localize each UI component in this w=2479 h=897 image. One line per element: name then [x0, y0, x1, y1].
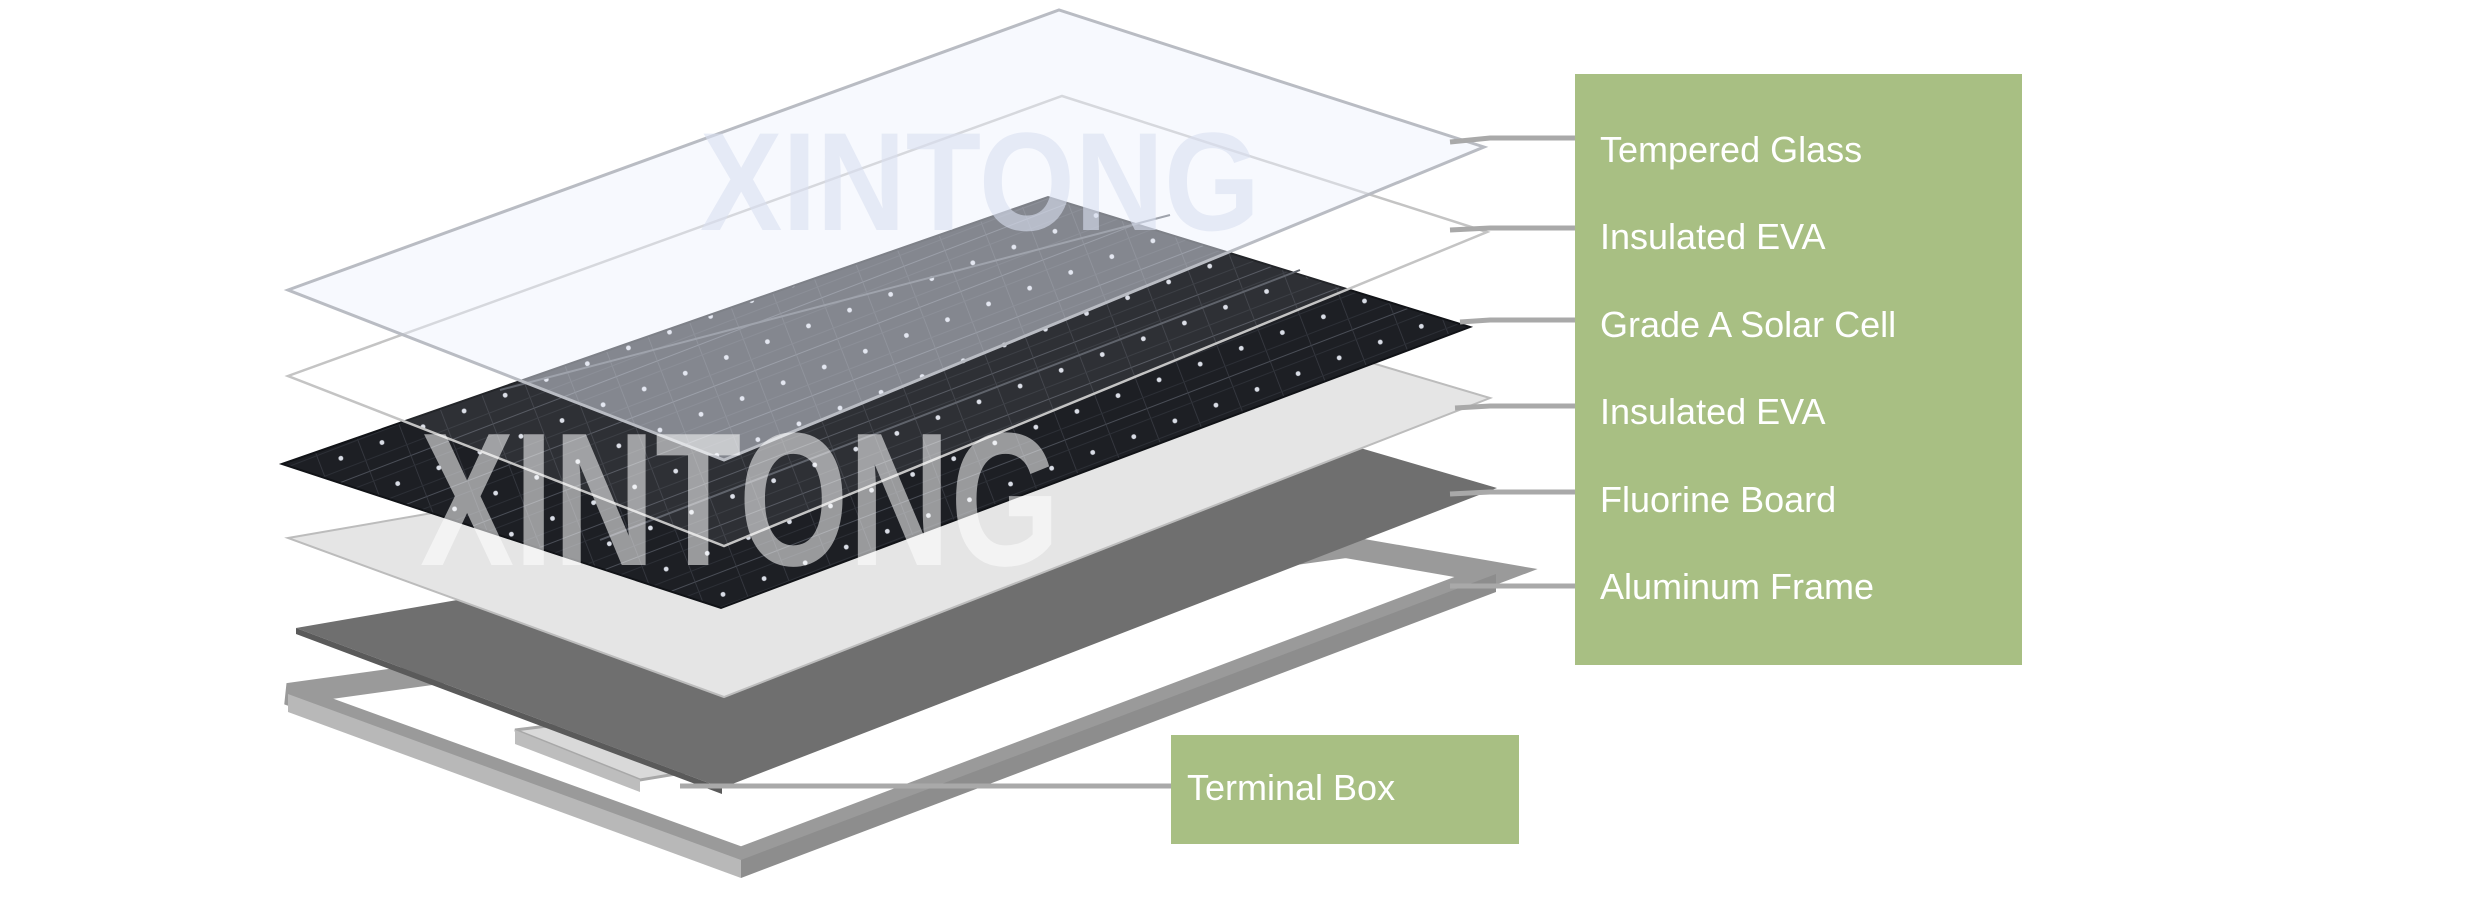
leader-line-fluorine-board	[1449, 489, 1575, 497]
watermark-text: XINTONG	[420, 394, 1060, 606]
label-insulated-eva-lower: Insulated EVA	[1600, 391, 1826, 432]
label-aluminum-frame: Aluminum Frame	[1600, 566, 1875, 607]
terminal-box-label-panel: Terminal Box	[1171, 735, 1519, 844]
label-terminal-box: Terminal Box	[1187, 767, 1396, 808]
tempered-glass-layer	[283, 8, 1489, 462]
leader-line-insulated-eva-upper	[1449, 225, 1575, 233]
insulated-eva-upper-layer	[284, 94, 1491, 548]
label-insulated-eva-upper: Insulated EVA	[1600, 216, 1826, 257]
label-tempered-glass: Tempered Glass	[1600, 129, 1863, 170]
solar-cell-layer	[278, 195, 1474, 610]
label-grade-a-solar-cell: Grade A Solar Cell	[1600, 304, 1897, 345]
leader-line-solar-cell	[1459, 317, 1575, 325]
leader-lines	[680, 135, 1575, 789]
leader-line-insulated-eva-lower	[1454, 403, 1575, 411]
layer-labels-panel: Tempered Glass Insulated EVA Grade A Sol…	[1575, 74, 2022, 665]
watermark-text-faint: XINTONG	[700, 103, 1260, 260]
leader-line-tempered-glass	[1449, 135, 1575, 145]
label-fluorine-board: Fluorine Board	[1600, 479, 1837, 520]
